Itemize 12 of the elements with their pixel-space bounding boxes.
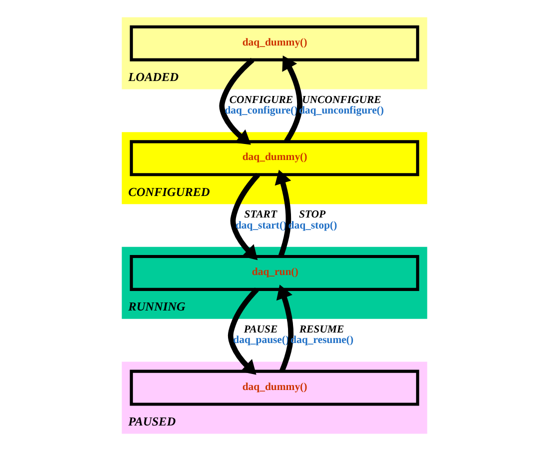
arrow xyxy=(276,284,294,372)
arrow xyxy=(230,172,260,260)
arrow xyxy=(228,288,259,375)
arrow xyxy=(274,170,292,258)
node-box: daq_dummy() xyxy=(130,140,420,176)
node-box: daq_run() xyxy=(130,254,420,291)
edge-label: CONFIGURE daq_configure() xyxy=(224,94,298,117)
arrow xyxy=(219,58,254,145)
node-box: daq_dummy() xyxy=(130,25,420,62)
edge-label: PAUSE daq_pause() xyxy=(233,323,290,346)
arrow xyxy=(282,56,302,143)
node-box: daq_dummy() xyxy=(130,370,420,406)
